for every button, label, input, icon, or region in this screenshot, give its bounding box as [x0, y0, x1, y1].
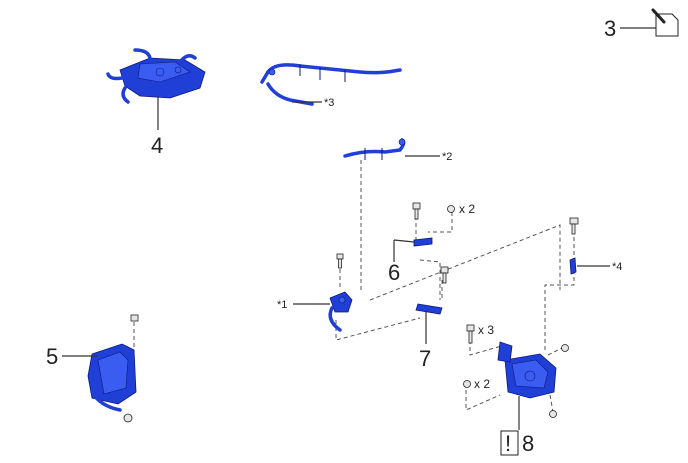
- part-5-tank: 5: [46, 314, 139, 423]
- nut-icon: [447, 205, 455, 213]
- callout-8-qty-b: x 2: [474, 377, 490, 391]
- caution-icon: !: [505, 431, 511, 456]
- callout-8-qty-a: x 3: [478, 323, 494, 337]
- part-7-bracket: 7: [415, 266, 449, 371]
- callout-3: 3: [604, 8, 679, 41]
- part-star2-cable: *2: [343, 138, 452, 163]
- part-star3-cable: *3: [260, 63, 402, 109]
- nut-icon: [463, 380, 471, 388]
- callout-5-label: 5: [46, 344, 58, 369]
- part-4-wire-harness: 4: [106, 48, 206, 158]
- callout-3-label: 3: [604, 16, 616, 41]
- callout-6-qty: x 2: [459, 202, 475, 216]
- caution-box: [500, 430, 519, 456]
- part-star1-sensor: *1: [277, 253, 353, 332]
- part-8-unit: x 3 x 2 ! 8: [463, 323, 569, 456]
- callout-star3-label: *3: [324, 97, 334, 109]
- part-6-bracket: x 2 6: [388, 202, 475, 285]
- callout-7-label: 7: [419, 346, 431, 371]
- document-icon: [651, 8, 679, 37]
- assembly-lines: [335, 160, 575, 413]
- callout-6-label: 6: [388, 260, 400, 285]
- callout-4-label: 4: [151, 133, 163, 158]
- callout-star2-label: *2: [442, 151, 452, 163]
- callout-8-label: 8: [522, 431, 534, 456]
- callout-star4-label: *4: [612, 261, 622, 273]
- callout-star1-label: *1: [277, 299, 287, 311]
- part-star4-clip: *4: [569, 217, 622, 275]
